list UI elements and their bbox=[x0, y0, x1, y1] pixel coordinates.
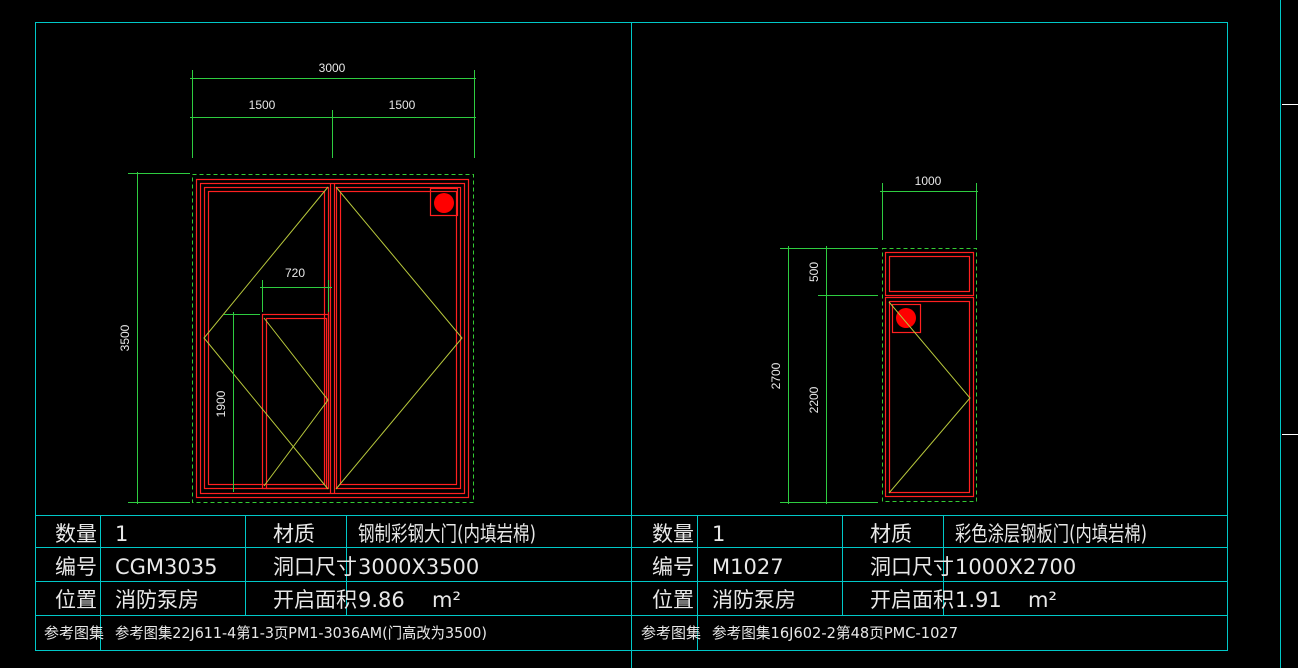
left-door-swing-lines bbox=[203, 186, 463, 490]
dim-right-width: 1000 bbox=[915, 174, 942, 188]
right-size-label: 洞口尺寸 bbox=[870, 555, 954, 579]
left-door-elevation: 3000 1500 1500 720 3500 1900 bbox=[118, 61, 476, 504]
left-material-label: 材质 bbox=[273, 522, 315, 546]
right-code-value: M1027 bbox=[712, 555, 784, 579]
left-size-label: 洞口尺寸 bbox=[273, 555, 357, 579]
right-door-swing-lines bbox=[888, 301, 971, 494]
left-code-label: 编号 bbox=[55, 555, 97, 579]
right-door-dimensions bbox=[780, 183, 978, 504]
left-area-unit: m² bbox=[432, 588, 461, 612]
dim-leaf-height: 2200 bbox=[807, 386, 821, 413]
left-code-value: CGM3035 bbox=[115, 555, 218, 579]
left-size-value: 3000X3500 bbox=[358, 555, 479, 579]
right-material-value: 彩色涂层钢板门(内填岩棉) bbox=[955, 522, 1147, 546]
right-size-value: 1000X2700 bbox=[955, 555, 1076, 579]
right-ref-label: 参考图集 bbox=[641, 624, 701, 642]
dim-door-height: 3500 bbox=[118, 324, 132, 351]
left-spec-table: 数量 1 材质 钢制彩钢大门(内填岩棉) 编号 CGM3035 洞口尺寸 300… bbox=[44, 522, 536, 642]
left-area-value: 9.86 bbox=[358, 588, 405, 612]
right-edge-ticks bbox=[1282, 104, 1298, 435]
left-qty-value: 1 bbox=[115, 522, 128, 546]
left-location-label: 位置 bbox=[55, 588, 97, 612]
left-ref-value: 参考图集22J611-4第1-3页PM1-3036AM(门高改为3500) bbox=[115, 624, 487, 642]
right-door-opening-outline bbox=[882, 248, 977, 502]
right-door-frame bbox=[884, 251, 975, 498]
dim-total-width: 3000 bbox=[319, 61, 346, 75]
right-location-label: 位置 bbox=[652, 588, 694, 612]
right-spec-table: 数量 1 材质 彩色涂层钢板门(内填岩棉) 编号 M1027 洞口尺寸 1000… bbox=[641, 522, 1147, 642]
right-area-label: 开启面积 bbox=[870, 588, 954, 612]
dim-left-leaf: 1500 bbox=[249, 98, 276, 112]
left-door-dimensions bbox=[128, 70, 476, 504]
left-area-label: 开启面积 bbox=[273, 588, 357, 612]
dim-right-leaf: 1500 bbox=[389, 98, 416, 112]
right-material-label: 材质 bbox=[870, 522, 912, 546]
right-door-handle bbox=[896, 308, 916, 328]
right-location-value: 消防泵房 bbox=[712, 588, 796, 612]
right-qty-label: 数量 bbox=[652, 522, 694, 546]
right-code-label: 编号 bbox=[652, 555, 694, 579]
left-location-value: 消防泵房 bbox=[115, 588, 199, 612]
right-door-elevation: 1000 500 2700 2200 bbox=[769, 174, 978, 504]
spec-table-grid bbox=[35, 515, 1228, 650]
right-area-value: 1.91 bbox=[955, 588, 1002, 612]
left-door-opening-outline bbox=[192, 174, 474, 503]
left-material-value: 钢制彩钢大门(内填岩棉) bbox=[358, 522, 536, 546]
left-ref-label: 参考图集 bbox=[44, 624, 104, 642]
left-door-frame bbox=[195, 178, 470, 499]
dim-wicket-width: 720 bbox=[285, 266, 305, 280]
left-door-handle bbox=[434, 193, 454, 213]
right-ref-value: 参考图集16J602-2第48页PMC-1027 bbox=[712, 624, 958, 642]
dim-wicket-height: 1900 bbox=[214, 390, 228, 417]
right-qty-value: 1 bbox=[712, 522, 725, 546]
drawing-frame bbox=[35, 0, 1281, 668]
dim-right-height: 2700 bbox=[769, 362, 783, 389]
right-area-unit: m² bbox=[1028, 588, 1057, 612]
left-qty-label: 数量 bbox=[55, 522, 97, 546]
dim-top-panel: 500 bbox=[807, 262, 821, 282]
